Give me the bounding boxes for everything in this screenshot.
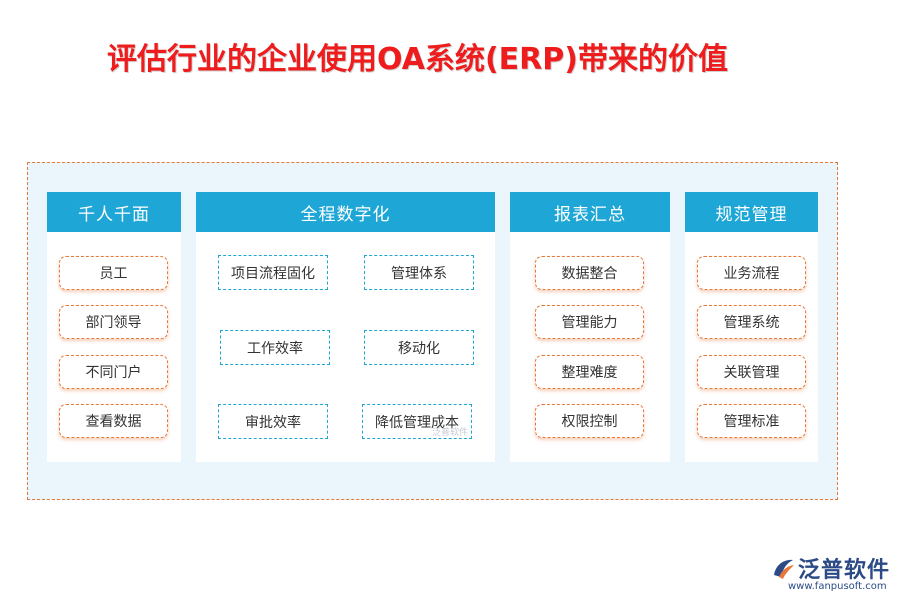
panel-report-summary: 报表汇总 数据整合 管理能力 整理难度 权限控制 (510, 192, 670, 462)
watermark: 泛普软件 (432, 428, 469, 438)
panel-header: 规范管理 (685, 192, 818, 232)
item-box: 关联管理 (697, 355, 806, 389)
item-box: 查看数据 (59, 404, 168, 438)
panel-digitalization: 全程数字化 项目流程固化 管理体系 工作效率 移动化 审批效率 降低管理成本 (196, 192, 495, 462)
panel-personalization: 千人千面 员工 部门领导 不同门户 查看数据 (47, 192, 181, 462)
item-box: 管理标准 (697, 404, 806, 438)
item-box: 管理系统 (697, 305, 806, 339)
panel-header: 全程数字化 (196, 192, 495, 232)
item-box: 业务流程 (697, 256, 806, 290)
item-box: 整理难度 (535, 355, 644, 389)
brand-name: 泛普软件 (798, 558, 891, 583)
item-box: 不同门户 (59, 355, 168, 389)
item-box: 移动化 (364, 330, 474, 365)
item-box: 员工 (59, 256, 168, 290)
panel-standard-management: 规范管理 业务流程 管理系统 关联管理 管理标准 (685, 192, 818, 462)
panel-header: 报表汇总 (510, 192, 670, 232)
page-title: 评估行业的企业使用OA系统(ERP)带来的价值 (107, 42, 728, 77)
item-box: 管理体系 (364, 255, 474, 290)
panel-header: 千人千面 (47, 192, 181, 232)
fanpu-logo-icon (774, 559, 794, 579)
item-box: 降低管理成本 (362, 404, 472, 439)
item-box: 管理能力 (535, 305, 644, 339)
item-box: 数据整合 (535, 256, 644, 290)
item-box: 项目流程固化 (218, 255, 328, 290)
brand-url: www.fanpusoft.com (788, 581, 887, 592)
item-box: 审批效率 (218, 404, 328, 439)
brand-logo: 泛普软件 www.fanpusoft.com (770, 552, 892, 596)
item-box: 权限控制 (535, 404, 644, 438)
item-box: 部门领导 (59, 305, 168, 339)
item-box: 工作效率 (220, 330, 330, 365)
